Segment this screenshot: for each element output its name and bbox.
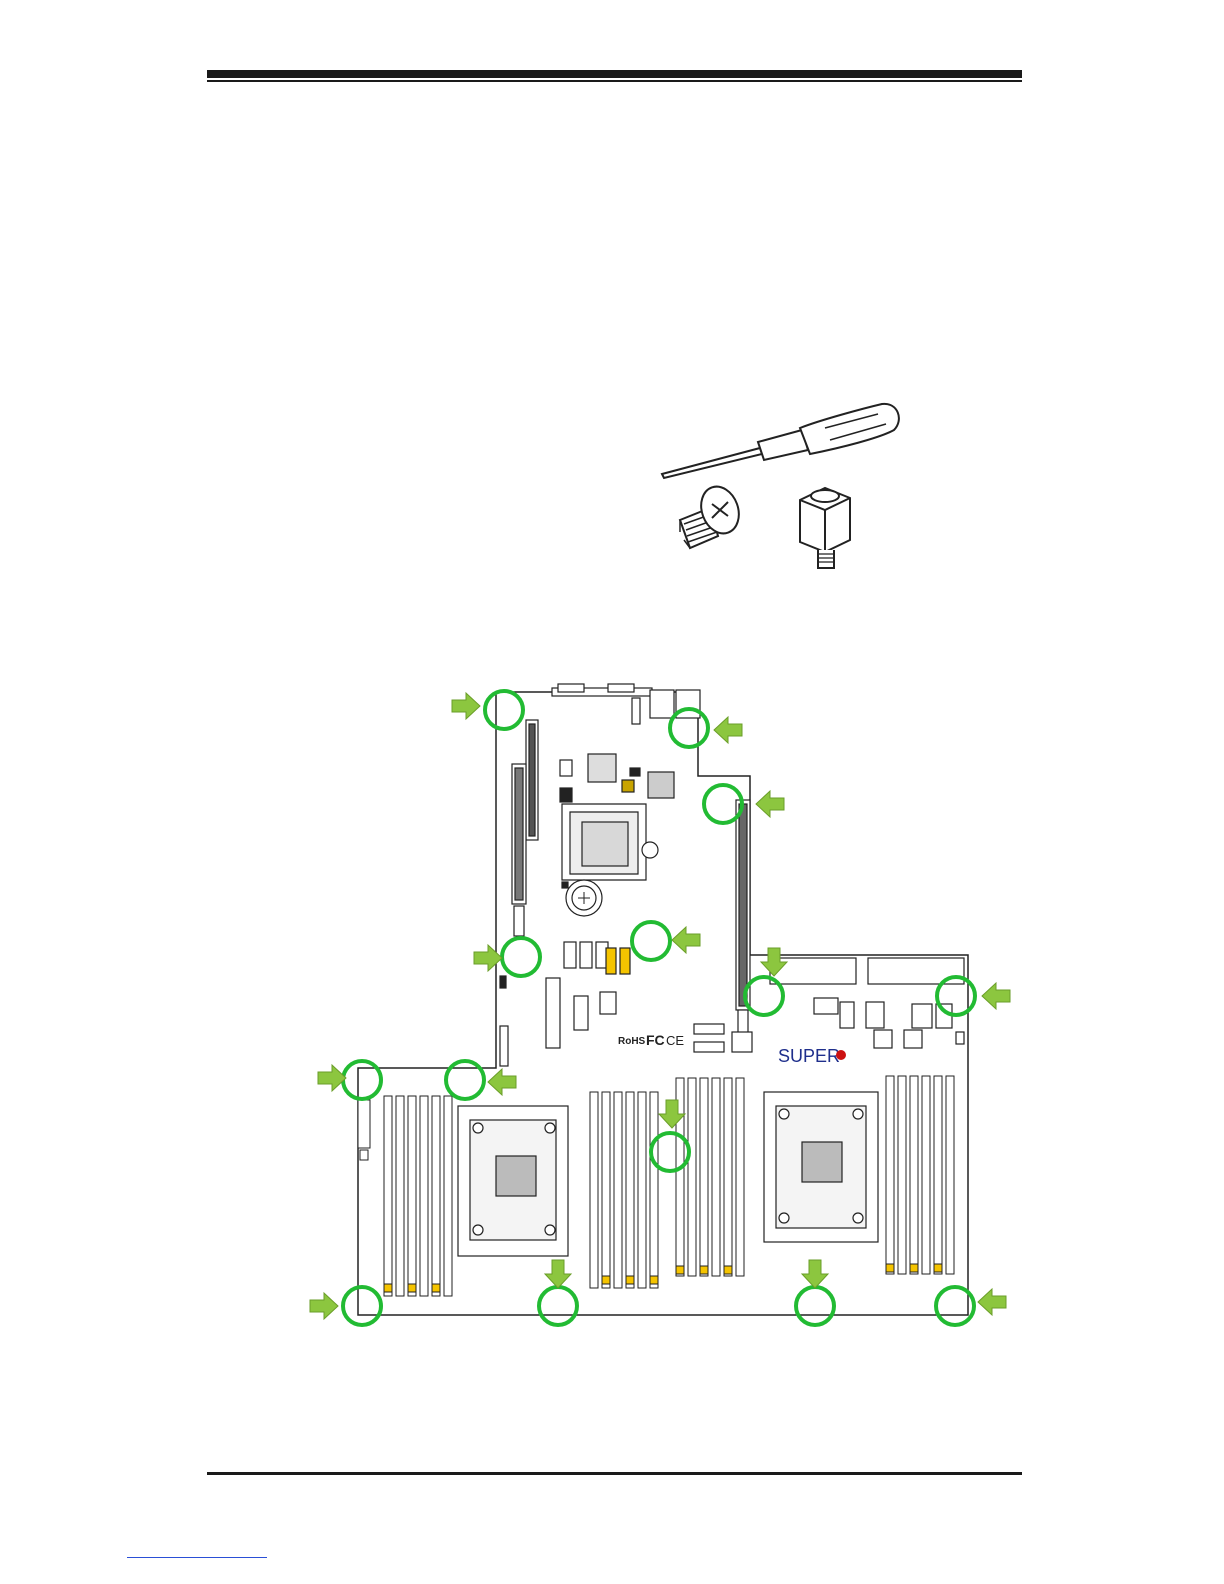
brand-text: SUPER — [778, 1046, 840, 1066]
bottom-link-underline — [127, 1557, 267, 1558]
arrow-icon — [982, 983, 1010, 1009]
brand-dot — [836, 1050, 846, 1060]
tools-illustration — [650, 390, 910, 570]
motherboard-diagram: RoHS FC CE SUPER — [300, 680, 1030, 1340]
arrow-icon — [310, 1293, 338, 1319]
cpu-socket-2 — [764, 1092, 878, 1242]
fcc-mark: FC — [646, 1032, 665, 1048]
ce-mark: CE — [666, 1033, 684, 1048]
arrow-icon — [318, 1065, 346, 1091]
screwdriver-icon — [662, 404, 899, 478]
arrow-icon — [714, 717, 742, 743]
supermicro-logo: SUPER — [778, 1046, 846, 1066]
standoff-icon — [800, 488, 850, 568]
arrow-icon — [756, 791, 784, 817]
screw-icon — [680, 481, 745, 548]
arrow-icon — [452, 693, 480, 719]
header-rule-thin — [207, 80, 1022, 82]
footer-rule — [207, 1472, 1022, 1475]
header-rule-thick — [207, 70, 1022, 78]
rohs-mark: RoHS — [618, 1036, 646, 1047]
cpu-socket-1 — [458, 1106, 568, 1256]
arrow-icon — [978, 1289, 1006, 1315]
